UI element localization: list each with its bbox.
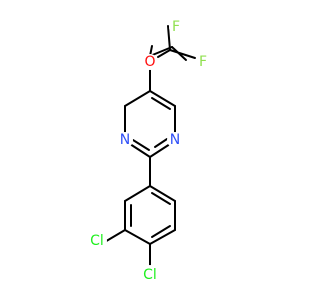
nitrogen-label-3: N xyxy=(170,132,180,148)
molecule-canvas: O F F N N Cl C xyxy=(87,19,210,285)
bond-c5-c4 xyxy=(149,90,176,107)
bond-c6-c5 xyxy=(124,90,151,107)
nitrogen-label-1: N xyxy=(120,132,130,148)
oxygen-atom: O xyxy=(142,54,158,70)
chlorine-label-1: Cl xyxy=(90,233,104,249)
bond-c2-n1 xyxy=(129,143,151,158)
nitrogen-atom-3: N xyxy=(167,132,183,148)
bond-n3-c2-inner xyxy=(154,138,168,148)
fluorine-atom-2: F xyxy=(196,54,210,70)
fluorine-label-2: F xyxy=(199,54,207,70)
bond-ph1-ph2-inner xyxy=(151,192,171,205)
bond-o-c-chf2 xyxy=(157,49,171,58)
fluorine-atom-1: F xyxy=(169,19,183,35)
bond-c5-c4-inner xyxy=(151,97,171,110)
bond-ph1-ph2 xyxy=(149,185,176,202)
chlorine-label-2: Cl xyxy=(143,267,157,283)
bond-ph4-ph5 xyxy=(124,229,151,245)
bond-chf2-f2 xyxy=(149,46,173,57)
nitrogen-atom-1: N xyxy=(117,132,133,148)
bond-ph3-ph4 xyxy=(149,229,176,245)
bond-set xyxy=(102,25,196,271)
bond-ph6-ph1 xyxy=(124,185,151,202)
fluorine-label-1: F xyxy=(172,19,180,35)
bond-chf2-f-left xyxy=(167,25,171,51)
molecule-structure: O F F N N Cl C xyxy=(87,19,210,285)
bond-n3-c2 xyxy=(149,143,171,158)
atom-labels: O F F N N Cl C xyxy=(87,19,210,285)
bond-c2-n1-inner xyxy=(132,139,150,151)
bond-chf2-f-right xyxy=(169,49,196,59)
bond-ph3-ph4-inner xyxy=(151,225,171,238)
chlorine-atom-1: Cl xyxy=(87,231,107,251)
oxygen-label: O xyxy=(144,54,155,70)
chlorine-atom-2: Cl xyxy=(140,265,160,285)
